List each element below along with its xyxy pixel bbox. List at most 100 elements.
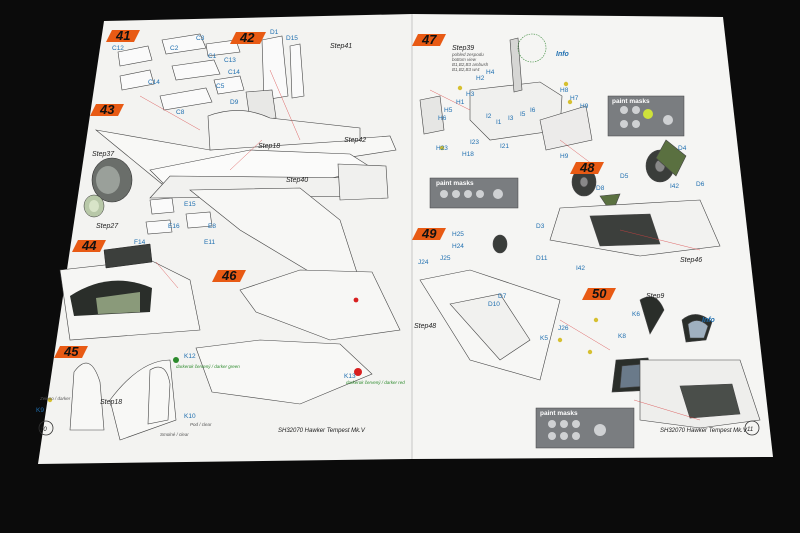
- part-c2: C2: [170, 45, 179, 52]
- left-page-number: 10: [40, 427, 47, 433]
- part-d4: D4: [678, 145, 687, 152]
- left-part-numbers: C12 C2 C3 C1 D1 D15 C13 C14 C5 C8 D9 C14…: [36, 29, 356, 420]
- step-ref-step40: Step40: [286, 177, 308, 184]
- paint-note-clear-a: Zeleno / darker: [39, 396, 71, 401]
- part-c12: C12: [112, 45, 124, 52]
- right-step-references: Step39 Step46 Step48 Step9: [414, 45, 702, 330]
- part-c3: C3: [196, 35, 205, 42]
- part-h4: H4: [486, 69, 495, 76]
- part-h9-b: H9: [560, 153, 569, 160]
- step-49-wing: [419, 234, 561, 381]
- step-44-cockpit: [59, 243, 201, 341]
- part-d3: D3: [536, 223, 545, 230]
- paint-masks-title-2: paint masks: [436, 180, 474, 187]
- left-step-badges: 41 42 43 44 45 46: [54, 28, 266, 359]
- step-ref-step27: Step27: [96, 223, 119, 230]
- step-42-label: 42: [239, 30, 255, 45]
- part-c5: C5: [216, 83, 225, 90]
- note-line-1: pohled zespodu: [451, 52, 484, 57]
- part-k10: K10: [184, 413, 196, 420]
- note-line-2: bottom view: [452, 57, 477, 62]
- part-h18: H18: [462, 151, 474, 158]
- step-41-flaps: [117, 33, 245, 111]
- left-step-references: Step41 Step42 Step18 Step37 Step40 Step2…: [92, 43, 366, 406]
- right-yellow-dots: [439, 81, 599, 355]
- paint-note-clear-b: Pod / clear: [190, 422, 212, 427]
- part-c14: C14: [228, 69, 240, 76]
- left-callout-lines: [139, 69, 301, 289]
- paint-note-red: darkerok červený / darker red: [346, 380, 405, 385]
- part-e15: E15: [184, 201, 196, 208]
- right-part-numbers: H2 H4 H3 H1 H5 H6 H8 H7 H9 I2 I1 I3 I5 I…: [418, 69, 705, 342]
- part-j25: J25: [440, 255, 451, 262]
- step-ref-step9: Step9: [646, 293, 664, 300]
- part-h1: H1: [456, 99, 465, 106]
- part-k12: K12: [184, 353, 196, 360]
- part-d8: D8: [596, 185, 605, 192]
- part-h7: H7: [570, 95, 579, 102]
- step-47-label: 47: [421, 32, 437, 47]
- note-line-3: B1,B2,B3 ambush: [452, 62, 489, 67]
- part-i5: I5: [520, 111, 526, 118]
- step-41-label: 41: [115, 28, 130, 43]
- right-footer-text: SH32070 Hawker Tempest Mk.V: [660, 428, 748, 434]
- part-i23: I23: [470, 139, 479, 146]
- part-h3: H3: [466, 91, 475, 98]
- part-j26: J26: [558, 325, 569, 332]
- part-i3: I3: [508, 115, 514, 122]
- step-47-masks: [607, 95, 685, 137]
- step-ref-step18: Step18: [258, 143, 280, 150]
- part-f14: F14: [134, 239, 146, 246]
- part-d9: D9: [230, 99, 239, 106]
- step-45-tail: [69, 359, 177, 441]
- step-43-parts: [145, 197, 213, 235]
- step-46-wing: [195, 269, 401, 405]
- right-info-labels: Info Info: [556, 51, 716, 324]
- left-footer-text: SH32070 Hawker Tempest Mk.V: [278, 428, 366, 434]
- paint-mask-titles: paint masks paint masks paint masks: [436, 98, 650, 417]
- info-label-1: Info: [556, 51, 570, 58]
- part-h5: H5: [444, 107, 453, 114]
- step39-view-note: pohled zespodu bottom view B1,B2,B3 ambu…: [451, 52, 489, 72]
- part-c14-b: C14: [148, 79, 160, 86]
- step-ref-step42: Step42: [344, 137, 366, 144]
- part-h25: H25: [452, 231, 464, 238]
- part-d6: D6: [696, 181, 705, 188]
- part-h9: H9: [580, 103, 589, 110]
- step-49-label: 49: [421, 226, 437, 241]
- part-e8: E8: [208, 223, 216, 230]
- paint-note-green: darkerok červený / darker green: [176, 364, 240, 369]
- step-45-label: 45: [63, 344, 79, 359]
- step-48-label: 48: [579, 160, 595, 175]
- step-48-undercarriage: [549, 139, 721, 257]
- part-i21: I21: [500, 143, 509, 150]
- part-i42-b: I42: [576, 265, 585, 272]
- part-c13: C13: [224, 57, 236, 64]
- part-k5: K5: [540, 335, 548, 342]
- part-i42: I42: [670, 183, 679, 190]
- part-i6: I6: [530, 107, 536, 114]
- part-c1: C1: [208, 53, 217, 60]
- paint-masks-title-3: paint masks: [540, 410, 578, 417]
- engine-assembly: [83, 157, 133, 218]
- right-footer: SH32070 Hawker Tempest Mk.V 11: [660, 420, 760, 436]
- part-j24: J24: [418, 259, 429, 266]
- left-paint-notes: darkerok červený / darker green darkerok…: [39, 364, 405, 437]
- part-c8: C8: [176, 109, 185, 116]
- step-50-masks: [535, 407, 635, 449]
- step-ref-step18-b: Step18: [100, 399, 122, 406]
- step-48-masks: [429, 177, 519, 209]
- part-k6: K6: [632, 311, 640, 318]
- step-43-airframe: [94, 110, 397, 291]
- part-h2: H2: [476, 75, 485, 82]
- part-d7: D7: [498, 293, 507, 300]
- info-label-2: Info: [702, 317, 716, 324]
- step-ref-step37: Step37: [92, 151, 115, 158]
- part-e16: E16: [168, 223, 180, 230]
- step-ref-step46: Step46: [680, 257, 702, 264]
- step-43-label: 43: [99, 102, 115, 117]
- paint-note-clear-c: Smolné / clear: [160, 432, 189, 437]
- note-line-4: B1,B2,B3 wr4: [452, 67, 480, 72]
- part-i1: I1: [496, 119, 502, 126]
